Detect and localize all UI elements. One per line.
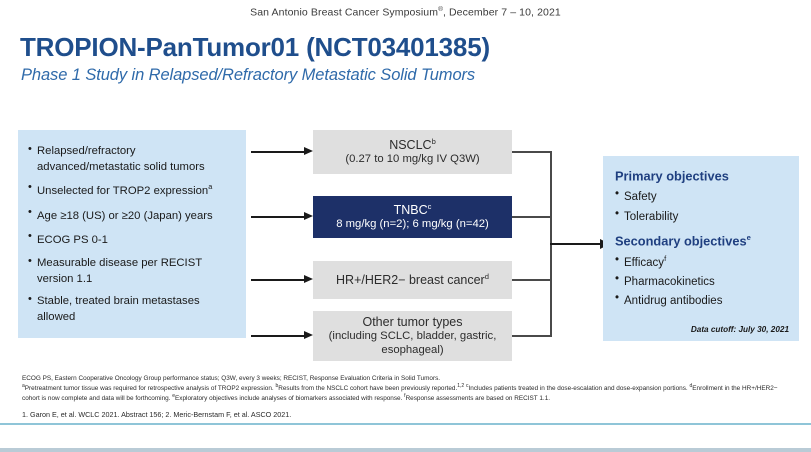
study-design-diagram: Relapsed/refractory advanced/metastatic … bbox=[0, 126, 811, 361]
footnote-text: Pretreatment tumor tissue was required f… bbox=[24, 385, 274, 393]
primary-objectives-list: Safety Tolerability bbox=[615, 187, 789, 225]
cohort-footnote-marker: c bbox=[427, 201, 432, 211]
cohort-name: HR+/HER2− breast cancerd bbox=[336, 271, 489, 287]
conference-header: San Antonio Breast Cancer Symposium®, De… bbox=[0, 6, 811, 19]
references-line: 1. Garon E, et al. WCLC 2021. Abstract 1… bbox=[22, 410, 292, 419]
arrow-head-icon bbox=[304, 275, 313, 283]
eligibility-criteria-list: Relapsed/refractory advanced/metastatic … bbox=[28, 143, 236, 324]
list-item: Tolerability bbox=[615, 207, 789, 225]
arrow-shaft bbox=[251, 216, 304, 218]
footnote-text: Results from the NSCLC cohort have been … bbox=[278, 385, 458, 393]
footnote-text: Response assessments are based on RECIST… bbox=[405, 395, 551, 403]
objectives-box: Primary objectives Safety Tolerability S… bbox=[603, 156, 799, 341]
arrow-shaft bbox=[251, 335, 304, 337]
list-item: Stable, treated brain metastases allowed bbox=[28, 293, 236, 324]
conference-name: San Antonio Breast Cancer Symposium bbox=[250, 6, 439, 19]
secondary-objectives-heading: Secondary objectivese bbox=[615, 233, 751, 249]
primary-objectives-heading: Primary objectives bbox=[615, 168, 729, 184]
list-item: Antidrug antibodies bbox=[615, 291, 789, 309]
arrow-to-cohort-other bbox=[251, 331, 313, 340]
cohort-footnote-marker: d bbox=[484, 271, 489, 281]
cohort-box-nsclc: NSCLCb (0.27 to 10 mg/kg IV Q3W) bbox=[313, 130, 512, 174]
cohort-box-hr-her2: HR+/HER2− breast cancerd bbox=[313, 261, 512, 299]
page-subtitle: Phase 1 Study in Relapsed/Refractory Met… bbox=[21, 66, 476, 84]
list-item: Efficacyf bbox=[615, 253, 789, 271]
bracket-stub bbox=[512, 335, 552, 337]
arrow-head-icon bbox=[304, 212, 313, 220]
abbreviations-text: ECOG PS, Eastern Cooperative Oncology Gr… bbox=[22, 375, 441, 382]
secondary-objectives-list: Efficacyf Pharmacokinetics Antidrug anti… bbox=[615, 253, 789, 309]
footnote-reference-marker: 1,2 bbox=[457, 383, 465, 390]
arrow-to-cohort-tnbc bbox=[251, 212, 313, 221]
cohort-detail: 8 mg/kg (n=2); 6 mg/kg (n=42) bbox=[336, 218, 489, 231]
list-item: Age ≥18 (US) or ≥20 (Japan) years bbox=[28, 206, 236, 223]
criteria-text: Stable, treated brain metastases allowed bbox=[37, 295, 200, 323]
list-item: Measurable disease per RECIST version 1.… bbox=[28, 255, 236, 286]
list-item: Pharmacokinetics bbox=[615, 272, 789, 290]
arrow-shaft bbox=[251, 151, 304, 153]
cohort-name: Other tumor types bbox=[362, 315, 463, 330]
footnotes-block: ECOG PS, Eastern Cooperative Oncology Gr… bbox=[22, 374, 790, 404]
footnote-marker: d bbox=[689, 383, 693, 390]
bottom-edge-strip bbox=[0, 448, 811, 452]
arrow-to-cohort-nsclc bbox=[251, 147, 313, 156]
footnote-text: Exploratory objectives include analyses … bbox=[175, 395, 403, 403]
criteria-text: Unselected for TROP2 expression bbox=[37, 185, 209, 198]
bracket-stub bbox=[512, 151, 552, 153]
criteria-text: Relapsed/refractory advanced/metastatic … bbox=[37, 145, 205, 173]
list-item: ECOG PS 0-1 bbox=[28, 230, 236, 247]
data-cutoff-label: Data cutoff: July 30, 2021 bbox=[690, 325, 789, 334]
cohort-detail: (including SCLC, bladder, gastric, esoph… bbox=[328, 330, 497, 357]
footnote-marker: b bbox=[275, 383, 279, 390]
conference-dates: , December 7 – 10, 2021 bbox=[442, 6, 561, 19]
footnote-marker: c bbox=[465, 383, 469, 390]
secondary-footnote-marker: e bbox=[746, 233, 751, 243]
list-item: Safety bbox=[615, 187, 789, 205]
bracket-stub bbox=[512, 279, 552, 281]
cohort-name: NSCLCb bbox=[389, 136, 436, 153]
footnote-text: Enrollment in the HR+/HER2− cohort is no… bbox=[22, 385, 778, 403]
cohort-detail: (0.27 to 10 mg/kg IV Q3W) bbox=[345, 153, 480, 166]
arrow-to-cohort-hrher2 bbox=[251, 275, 313, 284]
eligibility-criteria-box: Relapsed/refractory advanced/metastatic … bbox=[18, 130, 246, 338]
registered-mark: ® bbox=[438, 6, 443, 13]
arrow-head-icon bbox=[304, 147, 313, 155]
list-item: Relapsed/refractory advanced/metastatic … bbox=[28, 143, 236, 174]
arrow-to-objectives bbox=[550, 239, 610, 249]
cohort-name: TNBCc bbox=[393, 201, 432, 218]
criteria-footnote-marker: a bbox=[208, 182, 213, 192]
footnote-marker: f bbox=[404, 393, 406, 400]
bracket-stub bbox=[512, 216, 552, 218]
list-item: Unselected for TROP2 expressiona bbox=[28, 181, 236, 198]
criteria-text: Measurable disease per RECIST version 1.… bbox=[37, 256, 202, 285]
page-title: TROPION-PanTumor01 (NCT03401385) bbox=[20, 32, 490, 62]
arrow-shaft bbox=[251, 279, 304, 281]
footnote-text: Includes patients treated in the dose-es… bbox=[468, 385, 688, 393]
footnote-marker: e bbox=[172, 393, 176, 400]
arrow-head-icon bbox=[304, 331, 313, 339]
criteria-text: ECOG PS 0-1 bbox=[37, 234, 108, 246]
cohort-footnote-marker: b bbox=[431, 136, 436, 146]
cohort-box-other-tumors: Other tumor types (including SCLC, bladd… bbox=[313, 311, 512, 361]
criteria-text: Age ≥18 (US) or ≥20 (Japan) years bbox=[37, 209, 213, 222]
footer-bar: This presentation is the intellectual pr… bbox=[0, 424, 811, 449]
footer-divider bbox=[0, 423, 811, 425]
footnote-marker: a bbox=[22, 383, 25, 390]
cohort-box-tnbc: TNBCc 8 mg/kg (n=2); 6 mg/kg (n=42) bbox=[313, 196, 512, 238]
arrow-shaft bbox=[550, 243, 600, 245]
